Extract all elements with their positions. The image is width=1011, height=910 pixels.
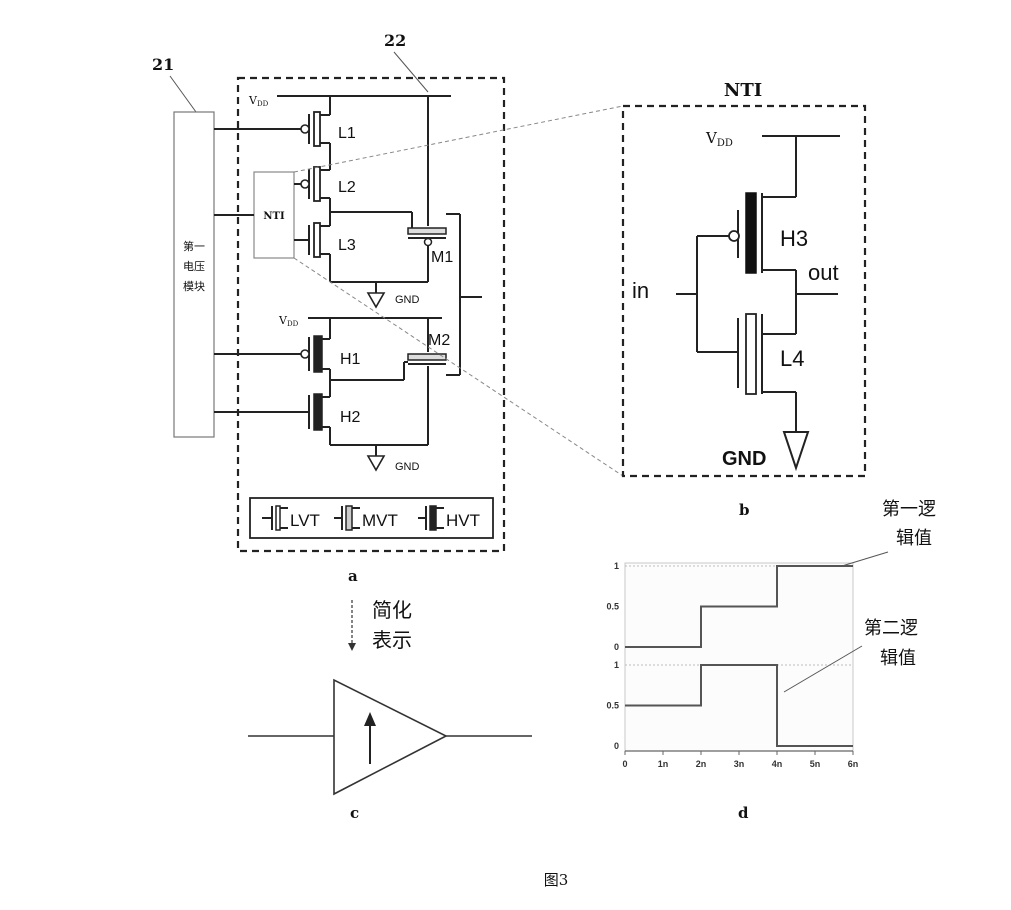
transistor-l2-channel <box>313 166 321 202</box>
ref-22-leader <box>393 51 429 93</box>
panel-c: c <box>248 678 532 822</box>
simplification-note: 简化 表示 <box>348 599 412 652</box>
transistor-l3-channel <box>313 222 321 258</box>
chart-lower-y-tick-label: 0 <box>614 741 619 751</box>
first-logic-annotation-line-1: 第一逻 <box>882 499 936 519</box>
panel-b-ground-symbol <box>782 431 810 472</box>
transistor-h2-label: H2 <box>340 409 361 426</box>
ground-symbol-top <box>366 292 386 309</box>
transistor-l3-label: L3 <box>338 237 356 254</box>
chart-lower-y-tick-label: 0.5 <box>606 701 619 711</box>
panel-b-gnd-label: GND <box>722 448 766 470</box>
transistor-l2-label: L2 <box>338 179 356 196</box>
chart-x-tick-label: 1n <box>658 759 669 769</box>
buffer-triangle <box>333 678 448 796</box>
nti-subcircuit-box <box>253 171 295 259</box>
transistor-h1-channel <box>313 335 323 373</box>
threshold-legend-box <box>249 497 494 539</box>
transistor-l4-channel <box>745 313 757 395</box>
transistor-h3-channel <box>745 192 757 274</box>
ground-symbol-lower <box>366 455 386 472</box>
transistor-h1-label: H1 <box>340 351 361 368</box>
transistor-h3-label: H3 <box>780 226 808 251</box>
transistor-m1-channel <box>407 227 447 235</box>
chart-x-tick-label: 6n <box>848 759 859 769</box>
down-arrow-icon <box>348 643 356 651</box>
first-logic-leader <box>841 551 889 567</box>
chart-upper-y-tick-label: 1 <box>614 561 619 571</box>
chart-x-tick-label: 4n <box>772 759 783 769</box>
legend-mvt-label: MVT <box>362 511 398 530</box>
panel-b: NTI VDD H3 out in L4 GND b <box>621 80 867 519</box>
second-logic-annotation-line-1: 第二逻 <box>864 618 918 638</box>
vdd-lower-label: VDD <box>278 314 299 328</box>
ref-22-label: 22 <box>384 31 406 50</box>
vdd-top-label: VDD <box>248 94 269 108</box>
ref-21-leader <box>169 75 197 113</box>
nti-detail-enclosure <box>621 104 867 478</box>
panel-b-title: NTI <box>724 80 762 101</box>
transistor-m2-label: M2 <box>428 332 450 349</box>
voltage-module-line-1: 第一 <box>183 239 205 253</box>
chart-x-tick-label: 5n <box>810 759 821 769</box>
panel-d-label: d <box>738 804 749 822</box>
up-arrow-icon <box>364 712 376 726</box>
panel-b-out-label: out <box>808 260 839 285</box>
chart-plot-area <box>624 562 854 752</box>
chart-x-tick-label: 3n <box>734 759 745 769</box>
legend-mvt-icon <box>334 505 360 531</box>
voltage-module-block <box>173 111 215 438</box>
figure-caption: 图3 <box>544 871 569 889</box>
voltage-module-line-2: 电压 <box>183 260 205 273</box>
panel-a: 21 22 第一 电压 模块 NTI VDD L1 L2 <box>152 31 506 585</box>
chart-x-tick-label: 2n <box>696 759 707 769</box>
legend-hvt-icon <box>418 505 444 531</box>
panel-b-in-label: in <box>632 278 649 303</box>
nti-box-label: NTI <box>263 211 285 222</box>
panel-c-label: c <box>350 804 359 822</box>
chart-lower-series-line <box>625 664 853 747</box>
transistor-m1-label: M1 <box>431 249 453 266</box>
chart-lower-y-tick-label: 1 <box>614 660 619 670</box>
gnd-top-label: GND <box>395 294 420 306</box>
legend-lvt-icon <box>262 505 288 531</box>
gnd-lower-label: GND <box>395 461 420 473</box>
panel-b-vdd-label: VDD <box>705 129 733 149</box>
legend-lvt-label: LVT <box>290 511 320 530</box>
transistor-m2-channel <box>407 353 447 361</box>
voltage-module-line-3: 模块 <box>183 280 205 293</box>
chart-series <box>625 565 853 747</box>
simplify-line-2: 表示 <box>372 629 412 652</box>
transistor-l4-label: L4 <box>780 346 804 371</box>
chart-upper-y-tick-label: 0 <box>614 642 619 652</box>
chart-upper-y-tick-label: 0.5 <box>606 602 619 612</box>
transistor-l1-channel <box>313 111 321 147</box>
second-logic-annotation-line-2: 辑值 <box>880 648 916 668</box>
first-logic-annotation-line-2: 辑值 <box>896 528 932 548</box>
second-logic-leader <box>783 645 863 693</box>
transistor-l1-label: L1 <box>338 125 356 142</box>
panel-b-label: b <box>739 501 750 519</box>
circuit-enclosure-22 <box>236 76 506 553</box>
panel-a-label: a <box>348 567 358 585</box>
simplify-line-1: 简化 <box>372 599 412 622</box>
chart-upper-series-line <box>625 565 853 648</box>
ref-21-label: 21 <box>152 55 174 74</box>
panel-d-chart: 0 0.5 1 0 0.5 1 0 1n 2n 3n 4n 5n 6n 第一逻 辑值 第二逻 辑值 d <box>606 499 936 822</box>
legend-hvt-label: HVT <box>446 511 480 530</box>
chart-x-tick-label: 0 <box>622 759 627 769</box>
transistor-h2-channel <box>313 393 323 431</box>
zoom-leader-bottom <box>293 257 624 477</box>
chart-ticks: 0 0.5 1 0 0.5 1 0 1n 2n 3n 4n 5n 6n <box>606 561 858 769</box>
